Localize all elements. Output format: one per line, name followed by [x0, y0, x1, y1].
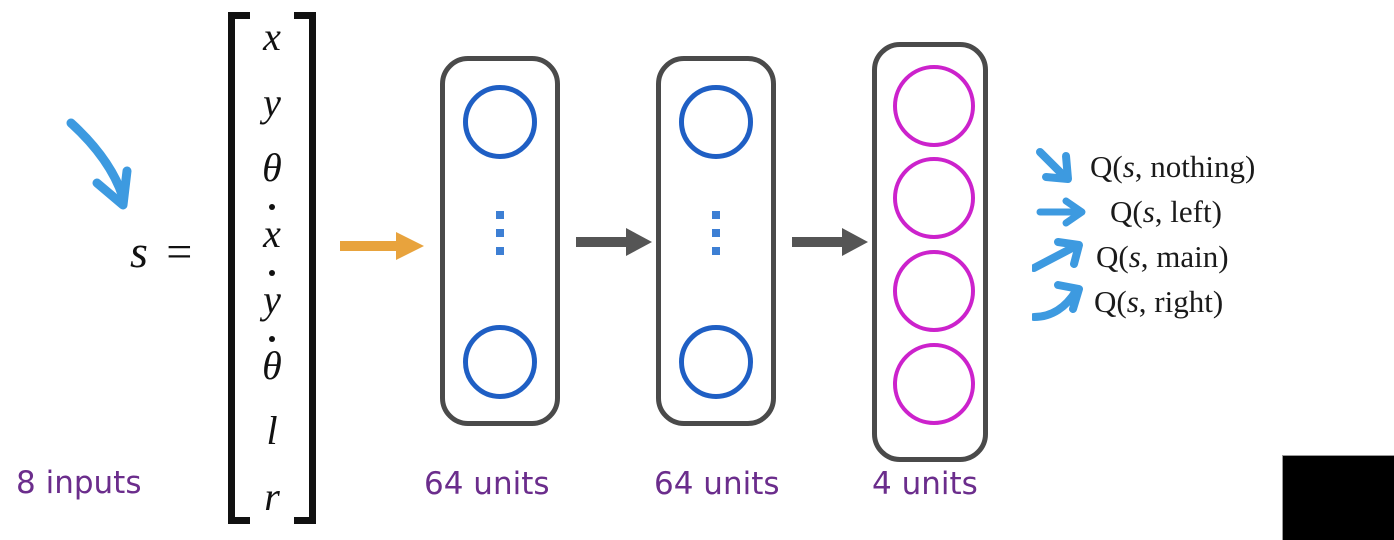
layer-box-hidden-1 [440, 56, 560, 426]
black-panel [1282, 455, 1394, 540]
right-arrow-icon [1036, 191, 1094, 233]
vector-entry-label: θ [262, 145, 282, 191]
q-prefix: Q( [1090, 148, 1123, 184]
unit-circle [893, 250, 975, 332]
q-output-row-right: Q(s, right) [1030, 279, 1332, 324]
unit-circle [463, 325, 537, 399]
vector-entry-theta: θ [262, 145, 282, 191]
q-suffix: ) [1211, 193, 1222, 229]
q-sep: , [1154, 193, 1171, 229]
ellipsis-icon [712, 211, 720, 255]
pointer-curved-arrow-icon [66, 118, 132, 210]
bracket-left-icon [228, 12, 250, 524]
q-state: s [1142, 193, 1155, 229]
unit-circle [893, 343, 975, 425]
q-sep: , [1134, 148, 1151, 184]
q-suffix: ) [1218, 238, 1229, 274]
up-right-curved-arrow-icon [1030, 280, 1090, 323]
vector-entry-ydot: y [263, 269, 281, 323]
q-sep: , [1138, 283, 1155, 319]
ellipsis-icon [496, 211, 504, 255]
layer-box-output [872, 42, 988, 462]
q-output-label: Q(s, left) [1110, 194, 1222, 230]
q-output-row-left: Q(s, left) [1032, 189, 1332, 234]
q-action: right [1154, 283, 1213, 319]
vector-entry-y: y [263, 80, 281, 126]
unit-circle [679, 85, 753, 159]
vector-entry-l: l [266, 408, 277, 454]
q-action: left [1170, 193, 1212, 229]
bracket-right-icon [294, 12, 316, 524]
q-state: s [1126, 283, 1139, 319]
input-count-label: 8 inputs [16, 465, 142, 501]
layer-caption-hidden-2: 64 units [654, 466, 780, 502]
q-output-label: Q(s, main) [1096, 239, 1229, 275]
q-action: main [1156, 238, 1219, 274]
vector-entry-label: x [263, 211, 281, 257]
vector-entry-xdot: x [263, 204, 281, 257]
q-state: s [1122, 148, 1135, 184]
unit-circle [893, 157, 975, 239]
unit-circle [679, 325, 753, 399]
q-state: s [1128, 238, 1141, 274]
layer-arrow-icon [792, 228, 872, 256]
state-symbol-equation: s = [130, 226, 197, 277]
q-output-row-nothing: Q(s, nothing) [1032, 144, 1332, 189]
q-output-label: Q(s, right) [1094, 284, 1223, 320]
down-right-arrow-icon [1032, 146, 1090, 188]
vector-entry-thetadot: θ [262, 335, 282, 389]
vector-entry-label: y [263, 276, 281, 322]
vector-entry-label: r [264, 473, 280, 519]
q-sep: , [1140, 238, 1157, 274]
vector-entry-label: x [263, 14, 281, 59]
vector-entry-label: θ [262, 342, 282, 388]
vector-entry-x: x [263, 14, 281, 60]
layer-caption-output: 4 units [872, 466, 978, 502]
q-output-label: Q(s, nothing) [1090, 149, 1255, 185]
vector-entry-label: l [266, 408, 278, 454]
q-suffix: ) [1245, 148, 1256, 184]
q-prefix: Q( [1110, 193, 1143, 229]
vector-entry-r: r [264, 474, 280, 520]
q-suffix: ) [1212, 283, 1224, 319]
vector-entry-label: y [263, 79, 281, 125]
state-vector: x y θ x y θ l r [228, 12, 316, 524]
layer-caption-hidden-1: 64 units [424, 466, 550, 502]
overdot-icon [269, 335, 275, 342]
q-prefix: Q( [1094, 283, 1127, 319]
q-prefix: Q( [1096, 238, 1129, 274]
layer-box-hidden-2 [656, 56, 776, 426]
up-right-arrow-icon [1030, 236, 1090, 278]
unit-circle [463, 85, 537, 159]
unit-circle [893, 65, 975, 147]
overdot-icon [268, 204, 275, 211]
input-arrow-icon [340, 232, 430, 260]
q-output-list: Q(s, nothing) Q(s, left) Q [1030, 144, 1332, 324]
overdot-icon [268, 269, 275, 276]
layer-arrow-icon [576, 228, 656, 256]
q-output-row-main: Q(s, main) [1030, 234, 1332, 279]
q-action: nothing [1150, 148, 1246, 184]
